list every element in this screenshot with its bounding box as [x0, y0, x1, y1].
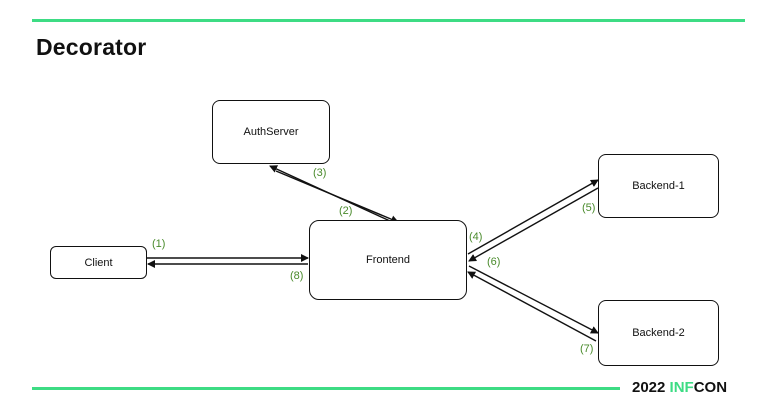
footer-year: 2022: [632, 379, 666, 396]
edge-auth-to-frontend: [275, 170, 399, 223]
step-label-3: (3): [313, 167, 327, 179]
node-backend-1: Backend-1: [598, 154, 719, 218]
top-accent-rule: [32, 19, 745, 22]
node-backend-1-label: Backend-1: [632, 180, 685, 192]
edge-frontend-to-backend1: [467, 179, 599, 255]
bottom-accent-rule: [32, 387, 620, 390]
node-client: Client: [50, 246, 147, 279]
node-frontend-label: Frontend: [365, 254, 411, 266]
node-backend-2-label: Backend-2: [632, 327, 685, 339]
step-label-4: (4): [469, 231, 483, 243]
slide-title: Decorator: [36, 34, 147, 60]
step-label-2: (2): [339, 205, 353, 217]
footer-brand-rest: CON: [693, 379, 728, 396]
footer-brand: 2022 INFCON: [632, 379, 727, 396]
step-label-5: (5): [582, 202, 596, 214]
node-client-label: Client: [84, 256, 113, 269]
step-label-6: (6): [487, 256, 501, 268]
step-label-1: (1): [152, 238, 166, 250]
node-backend-2: Backend-2: [598, 300, 719, 366]
node-frontend: Frontend: [309, 220, 467, 300]
step-label-8: (8): [290, 270, 304, 282]
node-authserver: AuthServer: [212, 100, 330, 164]
node-authserver-label: AuthServer: [243, 126, 299, 138]
step-label-7: (7): [580, 343, 594, 355]
footer-brand-accent: INF: [669, 379, 694, 396]
edge-backend2-to-frontend: [467, 271, 597, 342]
edge-frontend-to-backend2: [468, 265, 599, 334]
edge-backend1-to-frontend: [468, 187, 599, 262]
